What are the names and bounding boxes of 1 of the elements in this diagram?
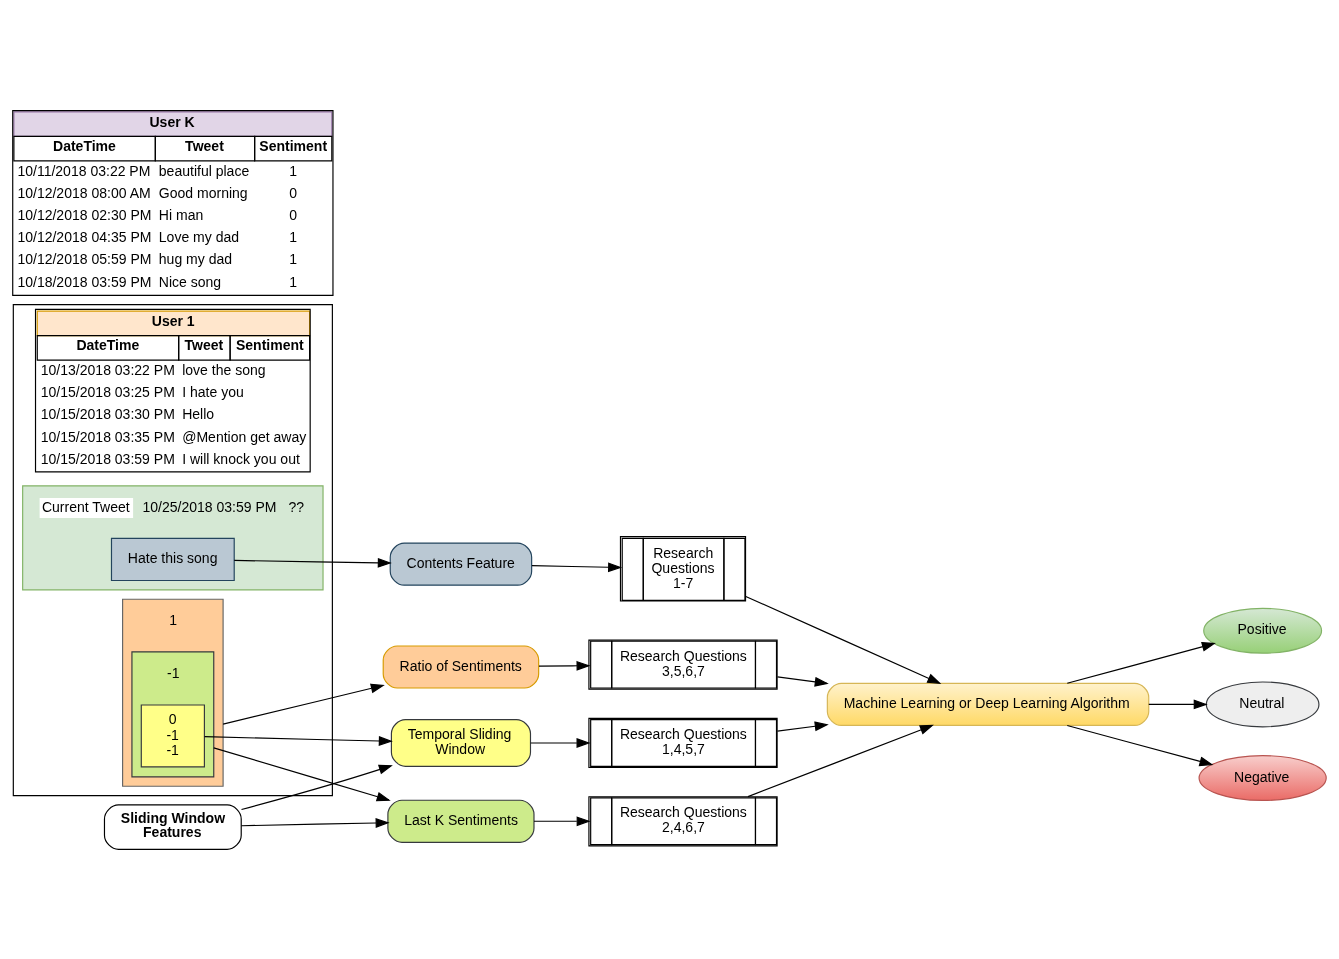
- node-label: Current Tweet: [41, 498, 130, 515]
